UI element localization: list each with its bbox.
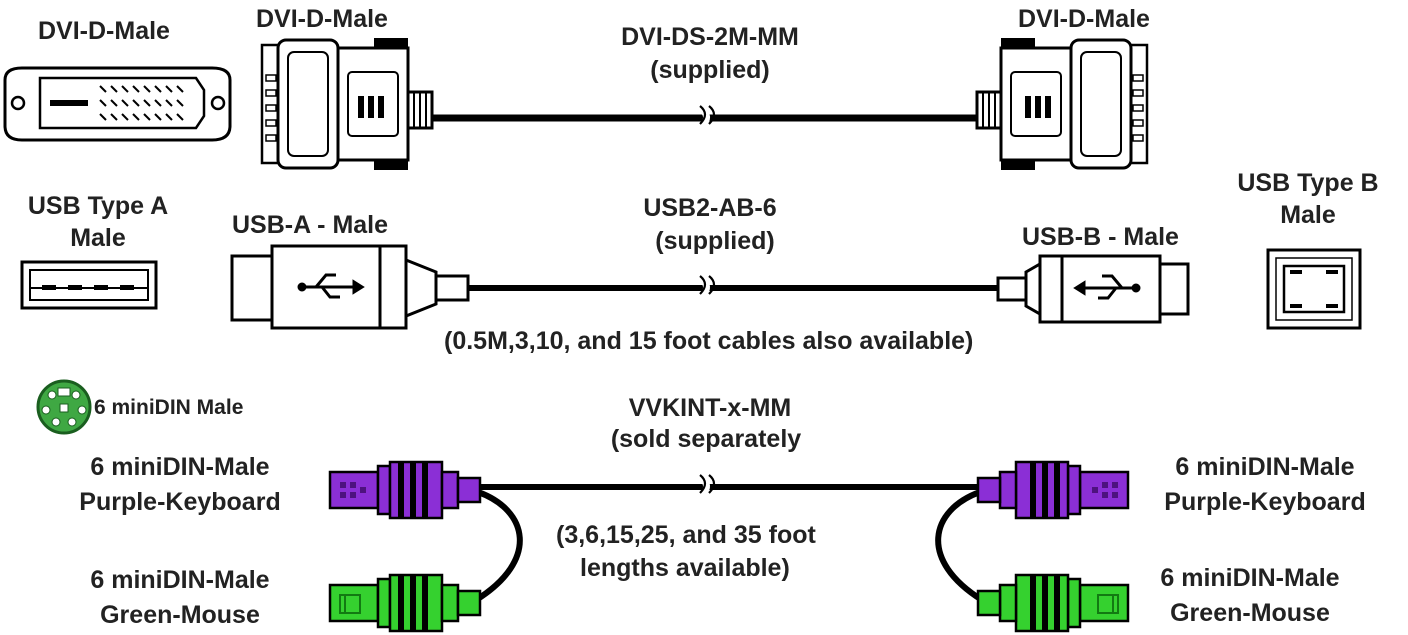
dvi-pin — [176, 85, 184, 93]
right-purple-keyboard-plug — [976, 460, 1130, 520]
dvi-cable-name: DVI-DS-2M-MM — [621, 23, 799, 51]
usb-type-a-label-line1: USB Type A — [27, 192, 169, 220]
dvi-end-view-label: DVI-D-Male — [38, 17, 170, 45]
dvi-pin — [143, 113, 151, 121]
dvi-pin — [110, 85, 118, 93]
minidin-end-view-label: 6 miniDIN Male — [94, 396, 244, 419]
usb-type-b-label-line2: Male — [1280, 201, 1336, 229]
usb-lengths-note: (0.5M,3,10, and 15 foot cables also avai… — [444, 327, 974, 355]
dvi-pin — [143, 85, 151, 93]
usb-a-plug — [230, 244, 470, 330]
usb-b-plug — [996, 254, 1190, 324]
dvi-pin — [99, 99, 107, 107]
left-mouse-label-line2: Green-Mouse — [100, 601, 260, 629]
ps2-lengths-line1: (3,6,15,25, and 35 foot — [556, 521, 816, 549]
dvi-pin — [165, 85, 173, 93]
dvi-pin — [154, 85, 162, 93]
ps2-cable-note: (sold separately — [610, 425, 802, 453]
left-keyboard-label-line2: Purple-Keyboard — [79, 488, 281, 516]
right-mouse-label-line1: 6 miniDIN-Male — [1160, 564, 1340, 592]
right-green-mouse-plug — [976, 573, 1130, 633]
dvi-pin — [110, 99, 118, 107]
dvi-cable-note: (supplied) — [650, 56, 770, 84]
dvi-pin — [154, 99, 162, 107]
right-mouse-label-line2: Green-Mouse — [1170, 599, 1330, 627]
ps2-cable-name: VVKINT-x-MM — [628, 394, 792, 422]
dvi-pin — [154, 113, 162, 121]
usb-a-plug-label: USB-A - Male — [232, 211, 389, 239]
usb-a-plug-usb-icon — [297, 273, 365, 299]
left-purple-keyboard-plug — [328, 460, 482, 520]
dvi-pin — [132, 85, 140, 93]
dvi-end-view — [3, 66, 232, 142]
dvi-pin — [176, 99, 184, 107]
usb-cable-note: (supplied) — [655, 227, 775, 255]
dvi-pin — [165, 99, 173, 107]
usb-type-b-label-line1: USB Type B — [1237, 169, 1379, 197]
dvi-pin — [132, 99, 140, 107]
dvi-pin — [99, 113, 107, 121]
dvi-pin — [121, 85, 129, 93]
dvi-pin — [110, 113, 118, 121]
dvi-pin — [121, 113, 129, 121]
dvi-pin — [165, 113, 173, 121]
dvi-cable — [432, 105, 985, 129]
right-keyboard-label-line2: Purple-Keyboard — [1164, 488, 1366, 516]
dvi-right-plug — [975, 38, 1149, 170]
dvi-pin — [132, 113, 140, 121]
dvi-pin — [176, 113, 184, 121]
usb-b-plug-usb-icon — [1073, 274, 1141, 300]
dvi-pin — [143, 99, 151, 107]
left-keyboard-label-line1: 6 miniDIN-Male — [90, 453, 270, 481]
left-green-mouse-plug — [328, 573, 482, 633]
usb-cable — [468, 275, 1000, 299]
dvi-pin — [121, 99, 129, 107]
left-mouse-label-line1: 6 miniDIN-Male — [90, 566, 270, 594]
usb-type-a-label-line2: Male — [70, 224, 126, 252]
right-keyboard-label-line1: 6 miniDIN-Male — [1175, 453, 1355, 481]
dvi-pin — [99, 85, 107, 93]
dvi-left-plug — [260, 38, 434, 170]
usb-b-plug-label: USB-B - Male — [1022, 223, 1179, 251]
dvi-right-plug-label: DVI-D-Male — [1018, 5, 1150, 33]
usb-cable-name: USB2-AB-6 — [643, 194, 777, 222]
usb-type-b-end-view — [1266, 248, 1362, 330]
dvi-left-plug-label: DVI-D-Male — [256, 5, 388, 33]
usb-type-a-end-view — [20, 260, 158, 310]
minidin-end-view — [36, 379, 92, 435]
ps2-lengths-line2: lengths available) — [580, 554, 790, 582]
ps2-cables — [474, 484, 984, 603]
